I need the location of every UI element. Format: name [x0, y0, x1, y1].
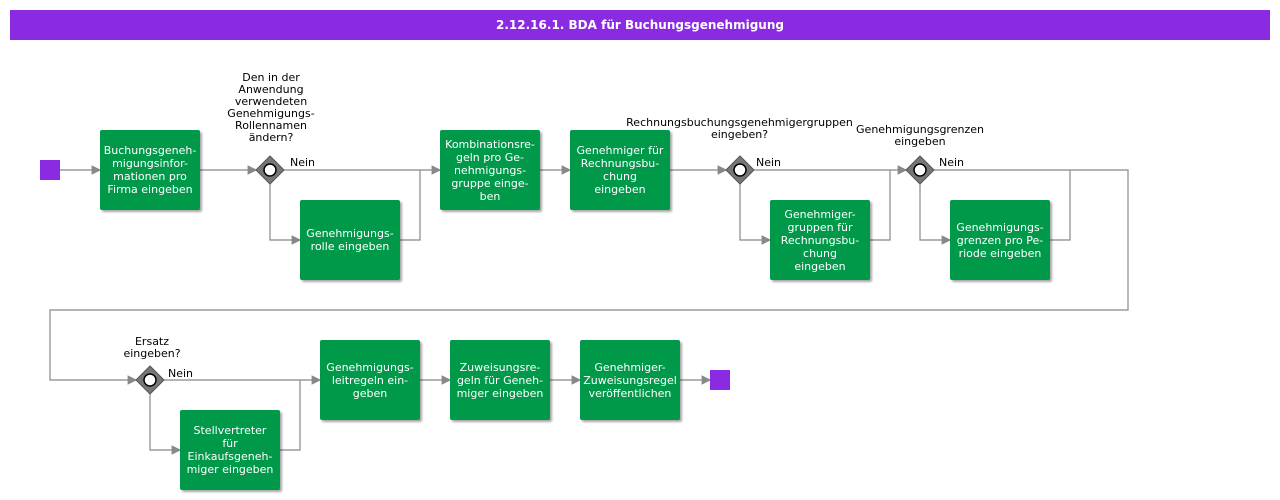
flow-task5-merge	[870, 170, 891, 241]
flow-gw2-yes	[739, 184, 772, 245]
task-genehmigungsleitregeln: Genehmigungs-leitregeln ein-geben	[320, 340, 420, 420]
start-event	[40, 160, 60, 180]
end-event	[710, 370, 730, 390]
flow-task7-merge	[280, 380, 301, 451]
gateway-2-no-label: Nein	[756, 156, 782, 169]
gateway-3-no-label: Nein	[939, 156, 965, 169]
diagram-title: 2.12.16.1. BDA für Buchungsgenehmigung	[496, 18, 784, 32]
task-genehmigungsrolle: Genehmigungs-rolle eingeben	[300, 200, 400, 280]
gateway-4-question: Ersatz eingeben?	[123, 335, 181, 360]
task-kombinationsregeln: Kombinationsre-geln pro Ge-nehmigungs-gr…	[440, 130, 540, 210]
gateway-1	[255, 155, 285, 185]
flow-task6-merge	[1050, 170, 1071, 241]
task-zuweisungsregeln: Zuweisungsre-geln für Geneh-miger eingeb…	[450, 340, 550, 420]
task-stellvertreter: Stellvertreter für Einkaufsgeneh-miger e…	[180, 410, 280, 490]
gateway-3-question: Genehmigungsgrenzen eingeben	[856, 123, 984, 148]
gateway-2-question: Rechnungsbuchungsgenehmigergruppen einge…	[626, 116, 853, 141]
task-genehmigergruppen: Genehmiger-gruppen für Rechnungsbu-chung…	[770, 200, 870, 280]
gateway-1-question: Den in der Anwendung verwendeten Genehmi…	[227, 71, 315, 144]
diagram-title-bar: 2.12.16.1. BDA für Buchungsgenehmigung	[10, 10, 1270, 40]
task-genehmiger-rechnungsbuchung: Genehmiger für Rechnungsbu-chung eingebe…	[570, 130, 670, 210]
gateway-1-no-label: Nein	[290, 156, 316, 169]
flow-gw3-no	[49, 169, 1129, 385]
gateway-2	[725, 155, 755, 185]
task-buchungsgenehmigungsinformationen: Buchungsgeneh-migungsinfor-mationen pro …	[100, 130, 200, 210]
flow-gw3-yes	[919, 184, 952, 245]
gateway-3	[905, 155, 935, 185]
gateway-4-no-label: Nein	[168, 367, 194, 380]
task-genehmigungsgrenzen: Genehmigungs-grenzen pro Pe-riode eingeb…	[950, 200, 1050, 280]
task-zuweisungsregel-veroeffentlichen: Genehmiger-Zuweisungsregel veröffentlich…	[580, 340, 680, 420]
flow-task2-merge	[400, 170, 421, 241]
gateway-4	[135, 365, 165, 395]
flow-gw4-yes	[149, 394, 182, 455]
flow-gw1-yes	[269, 184, 302, 245]
